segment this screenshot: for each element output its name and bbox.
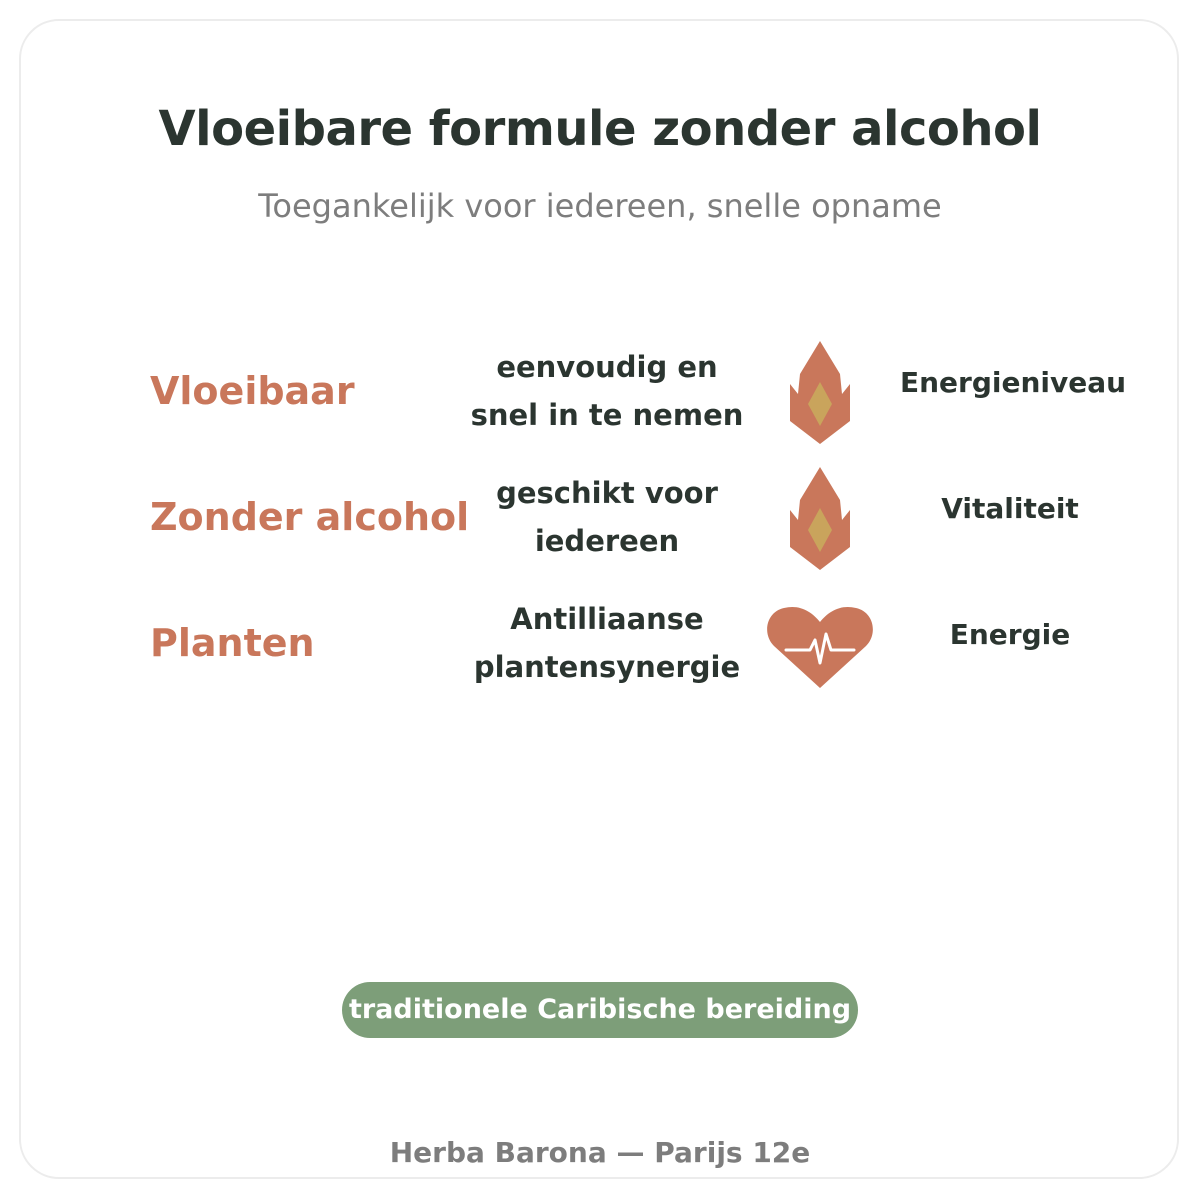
feature-description-line: geschikt voor bbox=[496, 476, 718, 510]
footer-text: Herba Barona — Parijs 12e bbox=[389, 1136, 811, 1169]
feature-label: Vloeibaar bbox=[150, 369, 355, 413]
page-title: Vloeibare formule zonder alcohol bbox=[158, 101, 1042, 157]
page-subtitle: Toegankelijk voor iedereen, snelle opnam… bbox=[258, 187, 942, 225]
feature-row-planten: Planten Antilliaanse plantensynergie Ene… bbox=[0, 580, 1200, 706]
feature-description: Antilliaanse plantensynergie bbox=[447, 595, 767, 691]
feature-description-line: Antilliaanse bbox=[510, 602, 704, 636]
feature-benefit: Energieniveau bbox=[900, 366, 1127, 399]
feature-description-line: plantensynergie bbox=[473, 650, 741, 684]
heart-pulse-icon bbox=[760, 588, 880, 698]
flame-icon bbox=[760, 336, 880, 446]
preparation-badge: traditionele Caribische bereiding bbox=[342, 982, 858, 1038]
feature-description-line: snel in te nemen bbox=[470, 398, 744, 432]
feature-row-vloeibaar: Vloeibaar eenvoudig en snel in te nemen … bbox=[0, 328, 1200, 454]
feature-description: geschikt voor iedereen bbox=[447, 469, 767, 565]
feature-label: Zonder alcohol bbox=[150, 495, 470, 539]
feature-description-line: iedereen bbox=[534, 524, 680, 558]
flame-icon bbox=[760, 462, 880, 572]
feature-description-line: eenvoudig en bbox=[496, 350, 718, 384]
feature-label: Planten bbox=[150, 621, 315, 665]
feature-benefit: Vitaliteit bbox=[941, 492, 1079, 525]
feature-row-zonder-alcohol: Zonder alcohol geschikt voor iedereen Vi… bbox=[0, 454, 1200, 580]
feature-description: eenvoudig en snel in te nemen bbox=[447, 343, 767, 439]
feature-benefit: Energie bbox=[949, 618, 1071, 651]
